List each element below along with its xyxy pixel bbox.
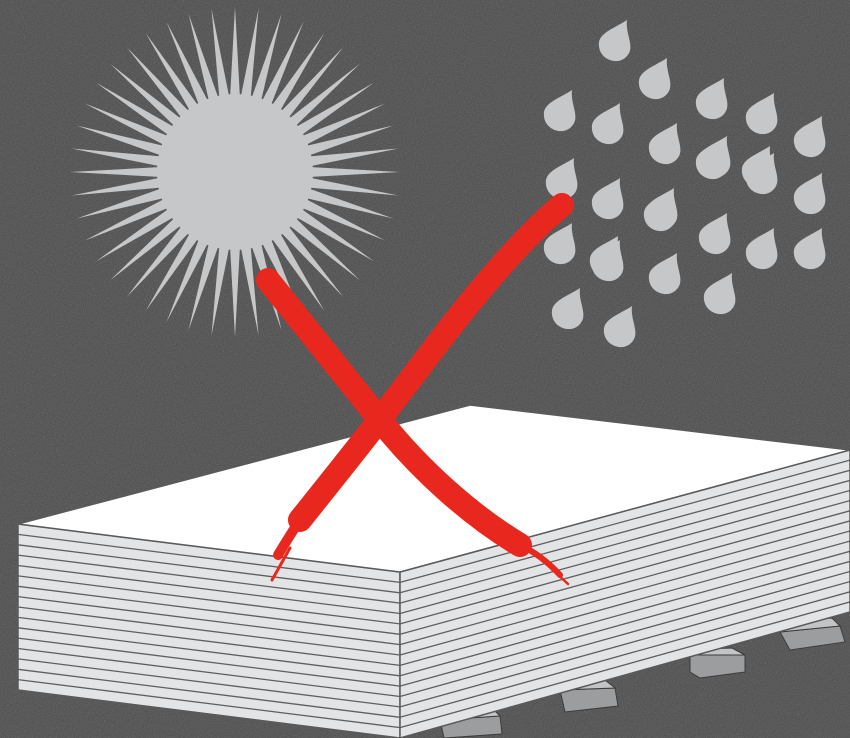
- board-sheet-edge: [17, 627, 401, 677]
- board-sheet-edge: [399, 580, 850, 708]
- board-sheet-edge: [17, 575, 401, 625]
- board-sheet-edge: [399, 489, 850, 615]
- rain-drop: [741, 146, 774, 188]
- board-sheet-edge: [17, 595, 401, 646]
- board-sheet-edge: [399, 601, 850, 729]
- rain-drop: [551, 288, 584, 330]
- board-sheet-edge: [17, 533, 401, 584]
- board-sheet-edge: [399, 530, 850, 656]
- rain-drop: [745, 228, 778, 270]
- board-sheet-edge: [399, 560, 850, 687]
- board-sheet-edge: [399, 459, 850, 584]
- cross-mark-icon: [256, 193, 574, 586]
- board-sheet-edge: [17, 668, 401, 718]
- rain-drop: [703, 273, 736, 315]
- board-sheet-edge: [399, 570, 850, 698]
- rain-drop: [695, 78, 728, 120]
- board-sheet-edge: [17, 585, 401, 635]
- board-sheet-edge: [399, 479, 850, 604]
- rain-drop: [591, 178, 624, 220]
- rain-drop: [698, 213, 731, 255]
- rain-drop: [793, 173, 826, 215]
- board-sheet-edge: [399, 520, 850, 646]
- board-sheet-edge: [399, 550, 850, 677]
- rain-drop: [543, 90, 576, 132]
- board-sheet-edge: [399, 499, 850, 625]
- rain-drop: [603, 306, 636, 348]
- board-sheet-edge: [399, 540, 850, 667]
- rain-drop: [638, 58, 671, 100]
- board-sheet-edge: [17, 616, 401, 667]
- board-sheet-edge: [17, 544, 401, 594]
- board-sheet-edge: [17, 658, 401, 708]
- rain-drop: [648, 123, 681, 165]
- rain-drop: [543, 223, 576, 265]
- rain-drop: [645, 188, 678, 230]
- board-sheet-edge: [17, 637, 401, 687]
- board-sheet-edge: [17, 564, 401, 615]
- rain-drop: [591, 103, 624, 145]
- rain-drop: [598, 20, 631, 62]
- board-sheet-edge: [399, 469, 850, 594]
- board-sheet-edge: [399, 510, 850, 635]
- rain-drop: [591, 240, 624, 282]
- rain-drop: [648, 253, 681, 295]
- rain-drop: [793, 228, 826, 270]
- board-sheet-edge: [17, 554, 401, 604]
- rain-drop: [745, 93, 778, 135]
- board-sheet-edge: [17, 606, 401, 656]
- board-sheet-edge: [399, 591, 850, 718]
- rain-drop: [695, 138, 728, 180]
- rain-drop: [793, 116, 826, 158]
- board-sheet-edge: [17, 647, 401, 698]
- sun-icon: [70, 7, 400, 337]
- rain-drops-icon: [543, 20, 826, 348]
- board-sheet-edge: [17, 678, 401, 729]
- rain-drop: [545, 158, 578, 200]
